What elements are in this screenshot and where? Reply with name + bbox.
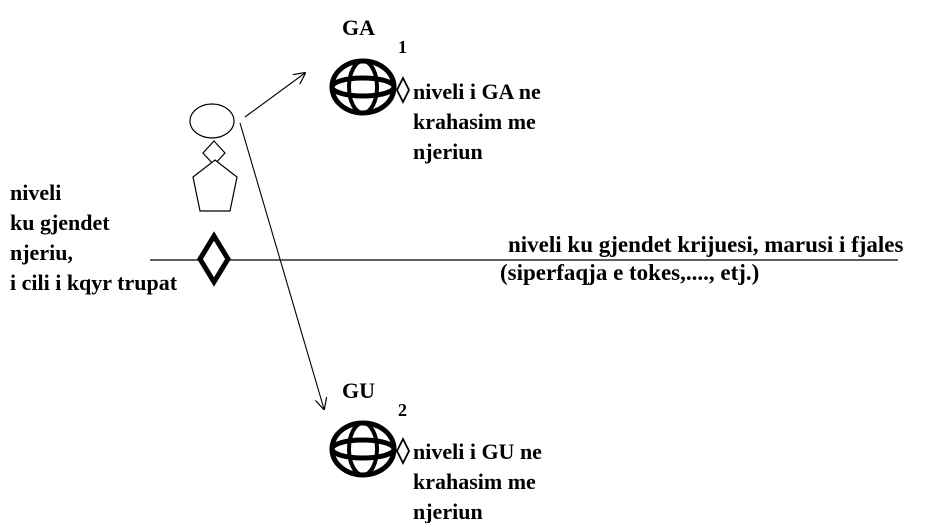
observer-body-pentagon — [192, 159, 238, 212]
ga-small-diamond — [395, 75, 411, 105]
gu-globe-icon — [329, 420, 397, 478]
ga-title: GA — [342, 15, 375, 40]
ground-marker-diamond — [197, 231, 231, 287]
human-level-line-2: ku gjendet — [10, 210, 110, 235]
ga-globe-icon — [329, 58, 397, 116]
human-level-line-4: i cili i kqyr trupat — [10, 270, 178, 295]
creator-level-line-2: (siperfaqja e tokes,...., etj.) — [500, 260, 760, 285]
ga-description-line-1: niveli i GA ne — [413, 79, 541, 104]
arrow-to-ga — [244, 73, 305, 118]
gu-description-line-1: niveli i GU ne — [413, 439, 542, 464]
observer-figure — [189, 103, 238, 212]
human-level-line-3: njeriu, — [10, 240, 73, 265]
gu-number: 2 — [398, 400, 407, 420]
arrow-to-gu — [239, 122, 324, 409]
gu-title: GU — [342, 378, 375, 403]
human-level-line-1: niveli — [10, 180, 62, 205]
observer-head — [189, 103, 235, 139]
gu-small-diamond — [395, 436, 411, 466]
ga-description-line-3: njeriun — [413, 139, 483, 164]
ga-number: 1 — [398, 37, 407, 57]
gu-description-line-3: njeriun — [413, 499, 483, 523]
creator-level-line-1: niveli ku gjendet krijuesi, marusi i fja… — [508, 232, 904, 257]
gu-description-line-2: krahasim me — [413, 469, 536, 494]
ga-description-line-2: krahasim me — [413, 109, 536, 134]
